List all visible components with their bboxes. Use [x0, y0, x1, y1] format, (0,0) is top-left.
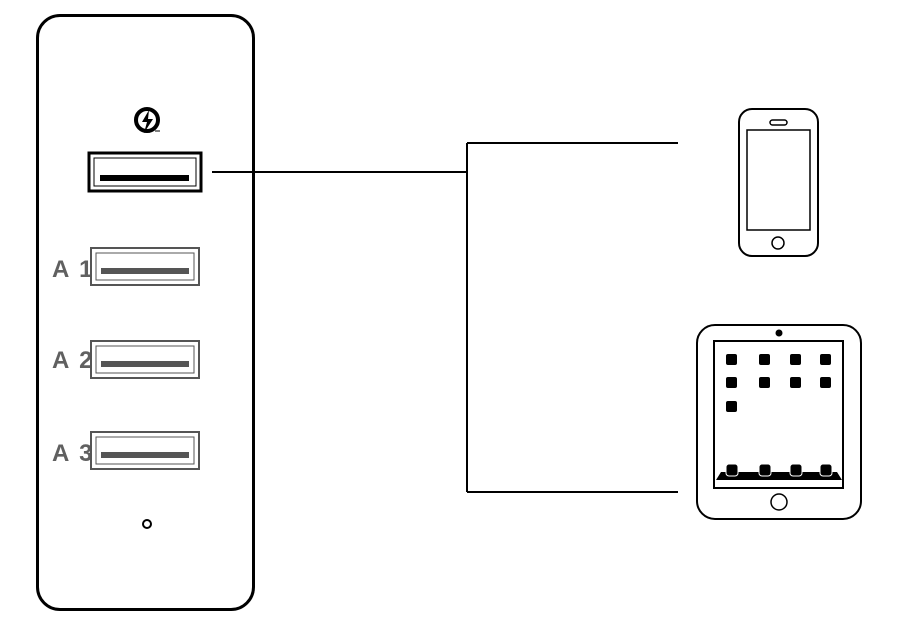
usb-port-a1 — [90, 247, 200, 286]
usb-port-qc — [87, 151, 203, 193]
led-indicator — [142, 519, 152, 529]
smartphone-icon — [738, 108, 819, 257]
tablet-dock — [716, 463, 842, 480]
usb-port-a3 — [90, 431, 200, 470]
connection-lines — [212, 142, 678, 493]
tablet-app-grid — [726, 354, 831, 412]
quick-charge-icon — [134, 107, 160, 133]
charger-body — [36, 14, 255, 611]
port-label-a2: A 2 — [52, 347, 95, 374]
usb-port-a2 — [90, 340, 200, 379]
port-label-a3: A 3 — [52, 440, 95, 467]
port-label-a1: A 1 — [52, 256, 95, 283]
tablet-icon — [696, 324, 862, 520]
